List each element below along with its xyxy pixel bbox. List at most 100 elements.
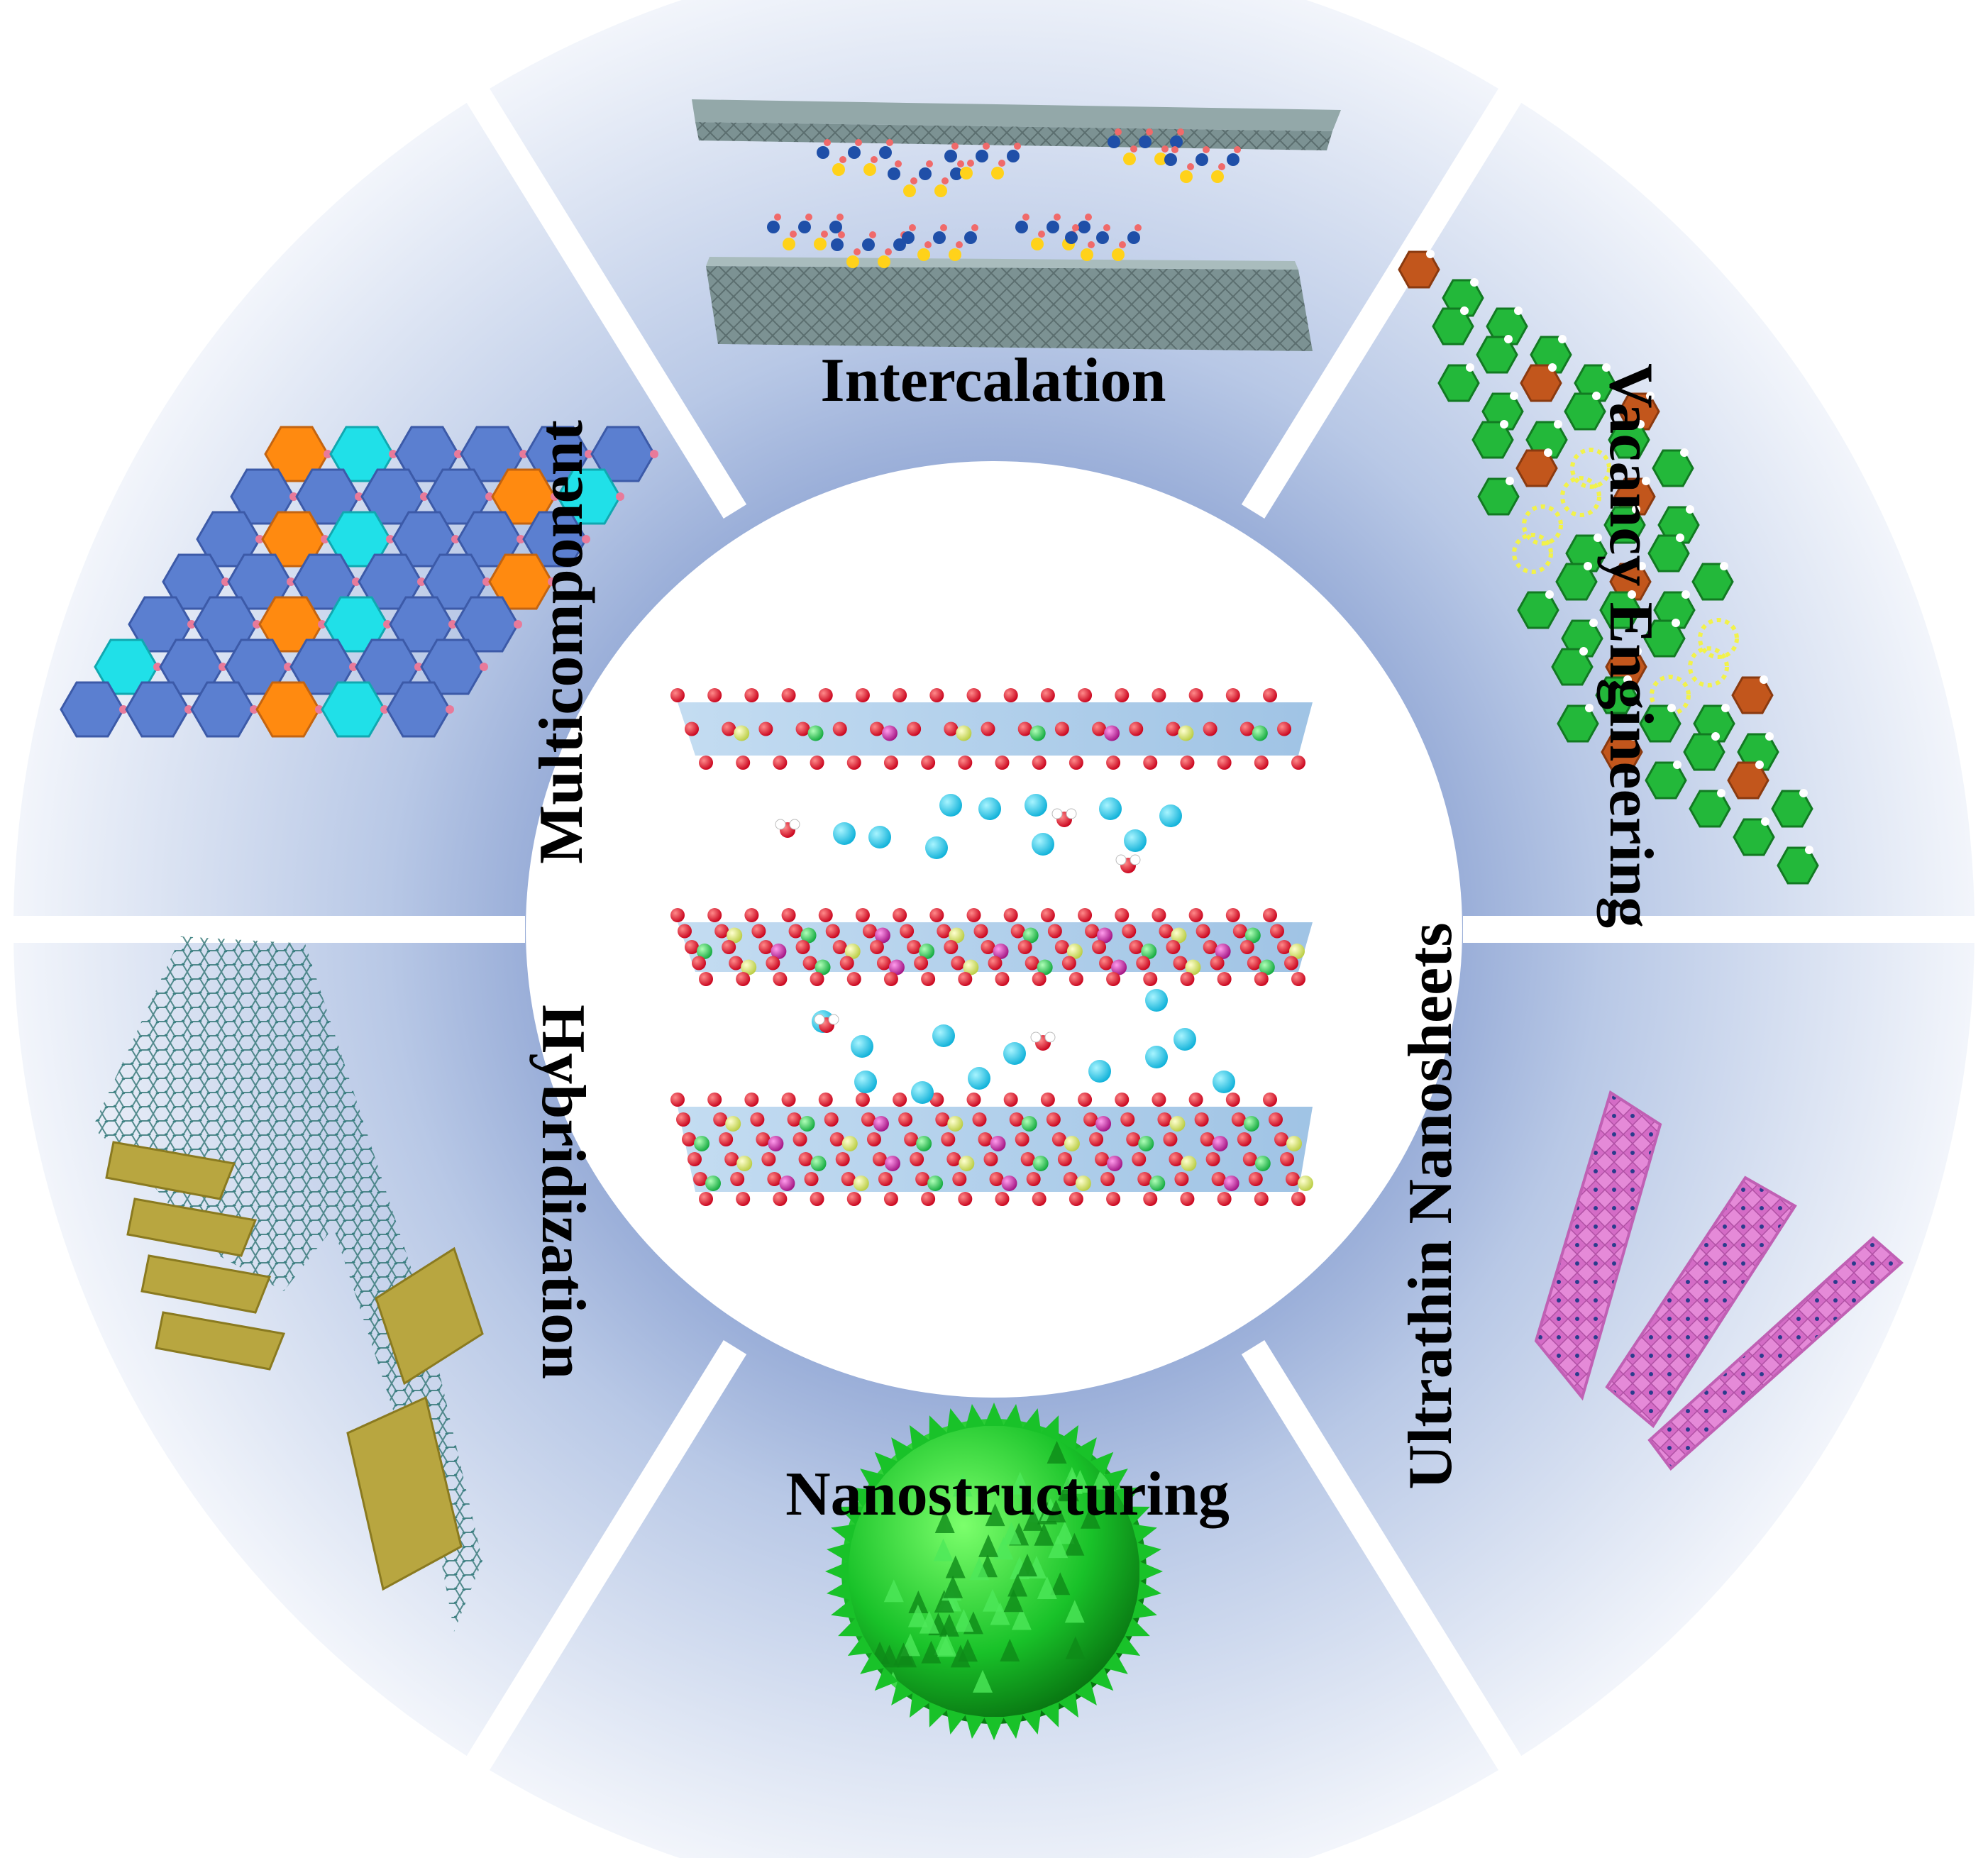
oxygen-atom bbox=[781, 1093, 796, 1107]
molecule-atom bbox=[1078, 221, 1090, 233]
label-ultrathin-nanosheets: Ultrathin Nanosheets bbox=[1396, 922, 1465, 1489]
octahedron bbox=[1771, 790, 1813, 828]
oxygen-atom bbox=[1115, 908, 1130, 922]
metal-site bbox=[389, 450, 397, 458]
metal-atom bbox=[1178, 725, 1194, 741]
molecule-atom bbox=[919, 167, 932, 180]
oxygen-atom bbox=[685, 721, 699, 736]
oxygen-atom bbox=[1026, 1172, 1041, 1186]
surface-spike bbox=[937, 1634, 957, 1657]
oxygen-atom bbox=[825, 924, 840, 939]
oxygen-atom bbox=[1173, 956, 1188, 971]
metal-atom bbox=[1149, 1176, 1166, 1191]
surface-spike bbox=[952, 1473, 973, 1497]
oxygen-atom bbox=[951, 956, 966, 971]
metal-atom bbox=[734, 725, 750, 741]
metal-site bbox=[414, 663, 423, 671]
edge-spike bbox=[1003, 1404, 1023, 1429]
metal-atom bbox=[888, 959, 905, 975]
octahedron bbox=[1398, 250, 1440, 289]
metal-site bbox=[650, 450, 658, 458]
oxygen-atom bbox=[670, 688, 685, 702]
oxygen-atom bbox=[915, 1172, 930, 1186]
hydrogen-atom bbox=[1470, 278, 1479, 287]
edge-spike bbox=[929, 1702, 948, 1727]
oxygen-atom bbox=[1217, 972, 1232, 986]
oxygen-atom bbox=[995, 1192, 1010, 1206]
edge-spike bbox=[827, 1542, 851, 1563]
oxygen-atom bbox=[1203, 940, 1217, 954]
surface-spike bbox=[1091, 1466, 1112, 1490]
molecule-atom bbox=[1127, 231, 1140, 244]
metal-site bbox=[315, 705, 324, 714]
hydrogen-atom bbox=[1711, 732, 1720, 741]
water-hydrogen bbox=[775, 819, 786, 830]
interlayer-ion bbox=[1145, 989, 1168, 1012]
oxygen-atom bbox=[869, 940, 884, 954]
metal-atom bbox=[844, 944, 861, 959]
hydrogen-atom bbox=[1548, 363, 1557, 372]
metal-atom bbox=[1111, 959, 1127, 975]
oxygen-atom bbox=[707, 908, 722, 922]
octahedron bbox=[1643, 619, 1686, 658]
octahedron bbox=[1608, 421, 1650, 459]
metal-atom bbox=[884, 1156, 900, 1171]
hydrogen-atom bbox=[1642, 477, 1650, 485]
molecule-atom bbox=[878, 255, 890, 268]
edge-spike bbox=[847, 1487, 873, 1508]
metal-atom bbox=[990, 1136, 1006, 1151]
surface-spike bbox=[933, 1538, 954, 1561]
molecule-atom bbox=[1103, 224, 1110, 231]
molecule-atom bbox=[832, 163, 845, 176]
oxygen-atom bbox=[966, 908, 981, 922]
oxygen-atom bbox=[1152, 1093, 1166, 1107]
water-hydrogen bbox=[1030, 1032, 1042, 1043]
oxygen-atom bbox=[1137, 1172, 1152, 1186]
oxygen-atom bbox=[988, 956, 1003, 971]
oxygen-atom bbox=[1194, 1112, 1209, 1127]
oxygen-atom bbox=[846, 756, 861, 770]
molecule-atom bbox=[838, 231, 845, 238]
oxygen-atom bbox=[1166, 721, 1181, 736]
molecule-atom bbox=[960, 167, 973, 179]
oxygen-atom bbox=[1136, 956, 1151, 971]
molecule-atom bbox=[1234, 146, 1241, 153]
metal-atom bbox=[873, 1116, 889, 1132]
surface-spike bbox=[883, 1579, 904, 1603]
metal-atom bbox=[768, 1136, 784, 1151]
edge-spike bbox=[1058, 1692, 1078, 1718]
oxygen-atom bbox=[1040, 1093, 1055, 1107]
oxygen-atom bbox=[1180, 1192, 1195, 1206]
oxygen-atom bbox=[736, 1192, 751, 1206]
metal-atom bbox=[779, 1176, 795, 1191]
edge-spike bbox=[1137, 1542, 1161, 1563]
hydrogen-atom bbox=[1584, 562, 1592, 570]
metal-atom bbox=[1223, 1176, 1239, 1191]
metal-atom bbox=[705, 1176, 721, 1191]
interlayer-ion bbox=[1088, 1060, 1111, 1083]
edge-spike bbox=[891, 1681, 914, 1705]
oxygen-atom bbox=[995, 756, 1010, 770]
surface-spike bbox=[919, 1610, 939, 1634]
oxygen-atom bbox=[670, 908, 685, 922]
molecule-atom bbox=[903, 184, 916, 197]
molecule-atom bbox=[767, 221, 780, 233]
hydrogen-atom bbox=[1460, 306, 1469, 315]
metal-atom bbox=[1171, 927, 1187, 944]
oxygen-atom bbox=[1263, 688, 1277, 702]
metal-site bbox=[386, 535, 394, 543]
hydrogen-atom bbox=[1717, 789, 1725, 797]
interlayer-ion bbox=[925, 836, 948, 859]
edge-spike bbox=[1074, 1681, 1097, 1705]
molecule-atom bbox=[910, 177, 917, 184]
molecule-atom bbox=[1187, 163, 1194, 170]
oxygen-atom bbox=[1152, 688, 1166, 702]
oxygen-atom bbox=[1003, 908, 1018, 922]
oxygen-atom bbox=[989, 1172, 1004, 1186]
hydrogen-atom bbox=[1500, 420, 1508, 428]
oxygen-atom bbox=[1040, 688, 1055, 702]
octahedron bbox=[1599, 591, 1642, 629]
surface-spike bbox=[990, 1602, 1010, 1625]
oxygen-atom bbox=[810, 972, 824, 986]
surface-spike bbox=[1047, 1440, 1067, 1464]
